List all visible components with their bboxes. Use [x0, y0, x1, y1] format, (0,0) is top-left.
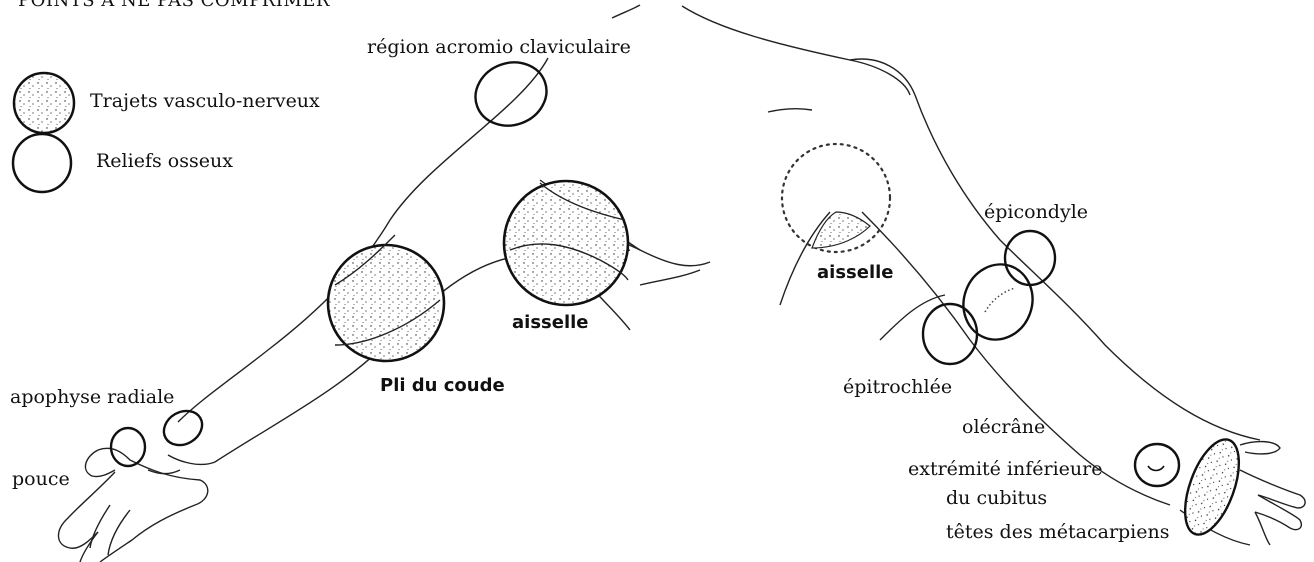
label-pouce: pouce: [12, 470, 70, 489]
label-tetes-metacarpiens: têtes des métacarpiens: [946, 523, 1170, 542]
extremite-cubitus-marker: [1135, 444, 1179, 486]
label-olecrane: olécrâne: [962, 418, 1045, 437]
apophyse-radiale-marker: [158, 404, 209, 452]
label-aisselle-right: aisselle: [817, 264, 894, 282]
pouce-marker: [111, 428, 145, 466]
label-extremite-line2: du cubitus: [946, 489, 1047, 508]
label-extremite-line1: extrémité inférieure: [908, 460, 1103, 479]
label-aisselle-left: aisselle: [512, 314, 589, 332]
label-apophyse-radiale: apophyse radiale: [10, 388, 174, 407]
label-acromio: région acromio claviculaire: [367, 38, 631, 57]
pli-du-coude-marker: [328, 245, 444, 361]
legend-dotted-label: Trajets vasculo-nerveux: [90, 92, 320, 111]
page-title: POINTS A NE PAS COMPRIMER: [18, 0, 330, 10]
legend-dotted-circle: [14, 73, 74, 133]
metacarpiens-marker: [1174, 432, 1250, 541]
aisselle-right-fill: [812, 212, 870, 248]
left-arm-drawing: [58, 5, 910, 562]
epicondyle-marker: [1005, 231, 1055, 285]
legend: [13, 73, 74, 192]
legend-plain-label: Reliefs osseux: [96, 152, 233, 171]
acromio-clavicular-marker: [467, 53, 556, 136]
legend-plain-circle: [13, 134, 71, 192]
extremite-cubitus-mark: [1148, 466, 1164, 471]
label-epitrochlee: épitrochlée: [843, 378, 952, 397]
olecrane-hatch: [985, 288, 1015, 312]
label-epicondyle: épicondyle: [984, 203, 1088, 222]
label-pli-du-coude: Pli du coude: [380, 377, 505, 395]
